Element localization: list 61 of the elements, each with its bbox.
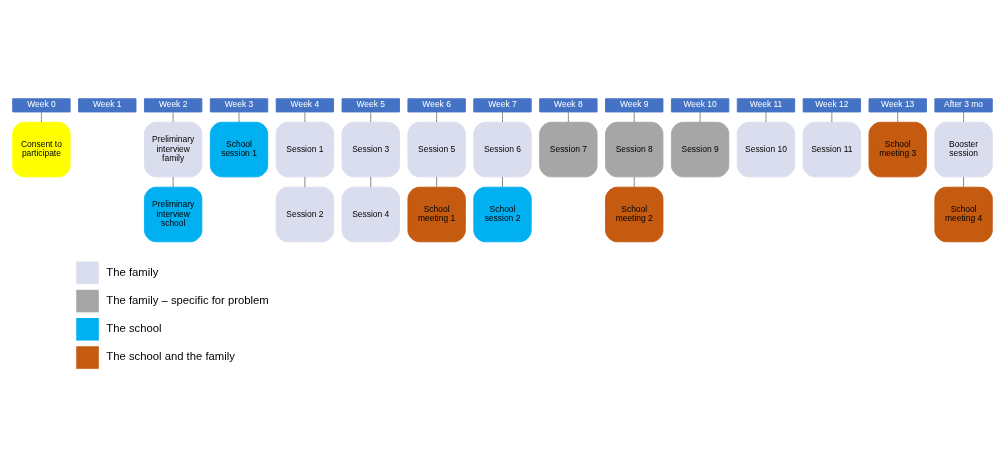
legend-label: The school and the family — [106, 349, 235, 362]
node-box: Week 12 — [802, 97, 861, 112]
node-box: After 3 mo — [934, 97, 993, 112]
node-box: Session 5 — [407, 121, 466, 177]
legend-label: The family – specific for problem — [106, 293, 269, 306]
node-box: Week 1 — [78, 97, 137, 112]
node-box: Session 3 — [341, 121, 400, 177]
node-box: Week 3 — [209, 97, 269, 112]
node-box: Week 0 — [12, 97, 71, 112]
connector — [502, 111, 503, 122]
node-box: School meeting 3 — [868, 121, 927, 177]
node-box: Week 10 — [670, 97, 730, 112]
connector — [633, 175, 635, 188]
legend-label: The school — [106, 321, 162, 334]
node-box: Session 1 — [275, 121, 335, 177]
node-box: Preliminary interview school — [144, 186, 203, 242]
node-box: School session 1 — [209, 121, 269, 177]
node-box: Session 9 — [670, 121, 730, 177]
connector — [172, 175, 174, 188]
connector — [765, 111, 767, 122]
node-box: Week 6 — [407, 97, 466, 112]
connector — [238, 111, 240, 122]
connector — [304, 111, 306, 122]
connector — [567, 111, 569, 122]
node-box: Session 8 — [605, 121, 664, 177]
connector — [633, 111, 635, 122]
node-box: Week 11 — [736, 97, 796, 112]
legend-label: The family — [106, 265, 159, 278]
node-box: Preliminary interview family — [144, 121, 203, 177]
connector — [502, 175, 503, 188]
connector — [436, 111, 438, 122]
connector — [963, 175, 965, 188]
connector — [436, 175, 438, 188]
node-box: Session 4 — [341, 186, 400, 242]
node-box: Week 13 — [868, 97, 927, 112]
connector — [370, 175, 372, 188]
node-box: Week 4 — [275, 97, 335, 112]
node-box: Week 5 — [341, 97, 400, 112]
node-box: Week 8 — [539, 97, 598, 112]
connector — [370, 111, 372, 122]
connector — [897, 111, 899, 122]
connector — [831, 111, 833, 122]
node-box: School meeting 2 — [605, 186, 664, 242]
node-box: Session 10 — [736, 121, 796, 177]
node-box: Session 7 — [539, 121, 598, 177]
node-box: School session 2 — [473, 186, 532, 242]
connector — [699, 111, 701, 122]
node-box: Consent to participate — [12, 121, 71, 177]
node-box: Session 2 — [275, 186, 335, 242]
node-box: Session 11 — [802, 121, 861, 177]
connector — [40, 111, 42, 122]
node-box: Week 7 — [473, 97, 532, 112]
node-box: Week 2 — [144, 97, 203, 112]
node-box: School meeting 4 — [934, 186, 993, 242]
connector — [963, 111, 965, 122]
connector — [304, 175, 306, 188]
connector — [172, 111, 174, 122]
node-box: Week 9 — [605, 97, 664, 112]
node-box: Booster session — [934, 121, 993, 177]
node-box: School meeting 1 — [407, 186, 466, 242]
node-box: Session 6 — [473, 121, 532, 177]
